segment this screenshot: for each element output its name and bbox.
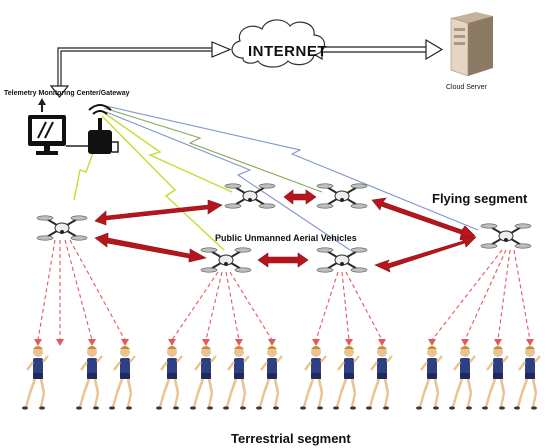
flying-segment-label: Flying segment [432,191,528,206]
runner-icon [20,344,542,411]
server-icon [450,12,493,77]
downlink-arrows [34,339,534,346]
terrestrial-segment-label: Terrestrial segment [231,431,351,446]
telemetry-center-label: Telemetry Monitoring Center/Gateway [4,90,130,97]
cloud-icon [231,19,326,68]
monitor-icon [28,98,88,155]
wireless-router-icon [88,104,119,154]
uav-label: Public Unmanned Aerial Vehicles [215,233,357,243]
cloud-server-label: Cloud Server [446,84,487,91]
wireless-links [73,105,479,251]
internet-label: INTERNET [248,43,327,60]
drone-links [94,189,477,273]
downlinks [37,239,531,341]
